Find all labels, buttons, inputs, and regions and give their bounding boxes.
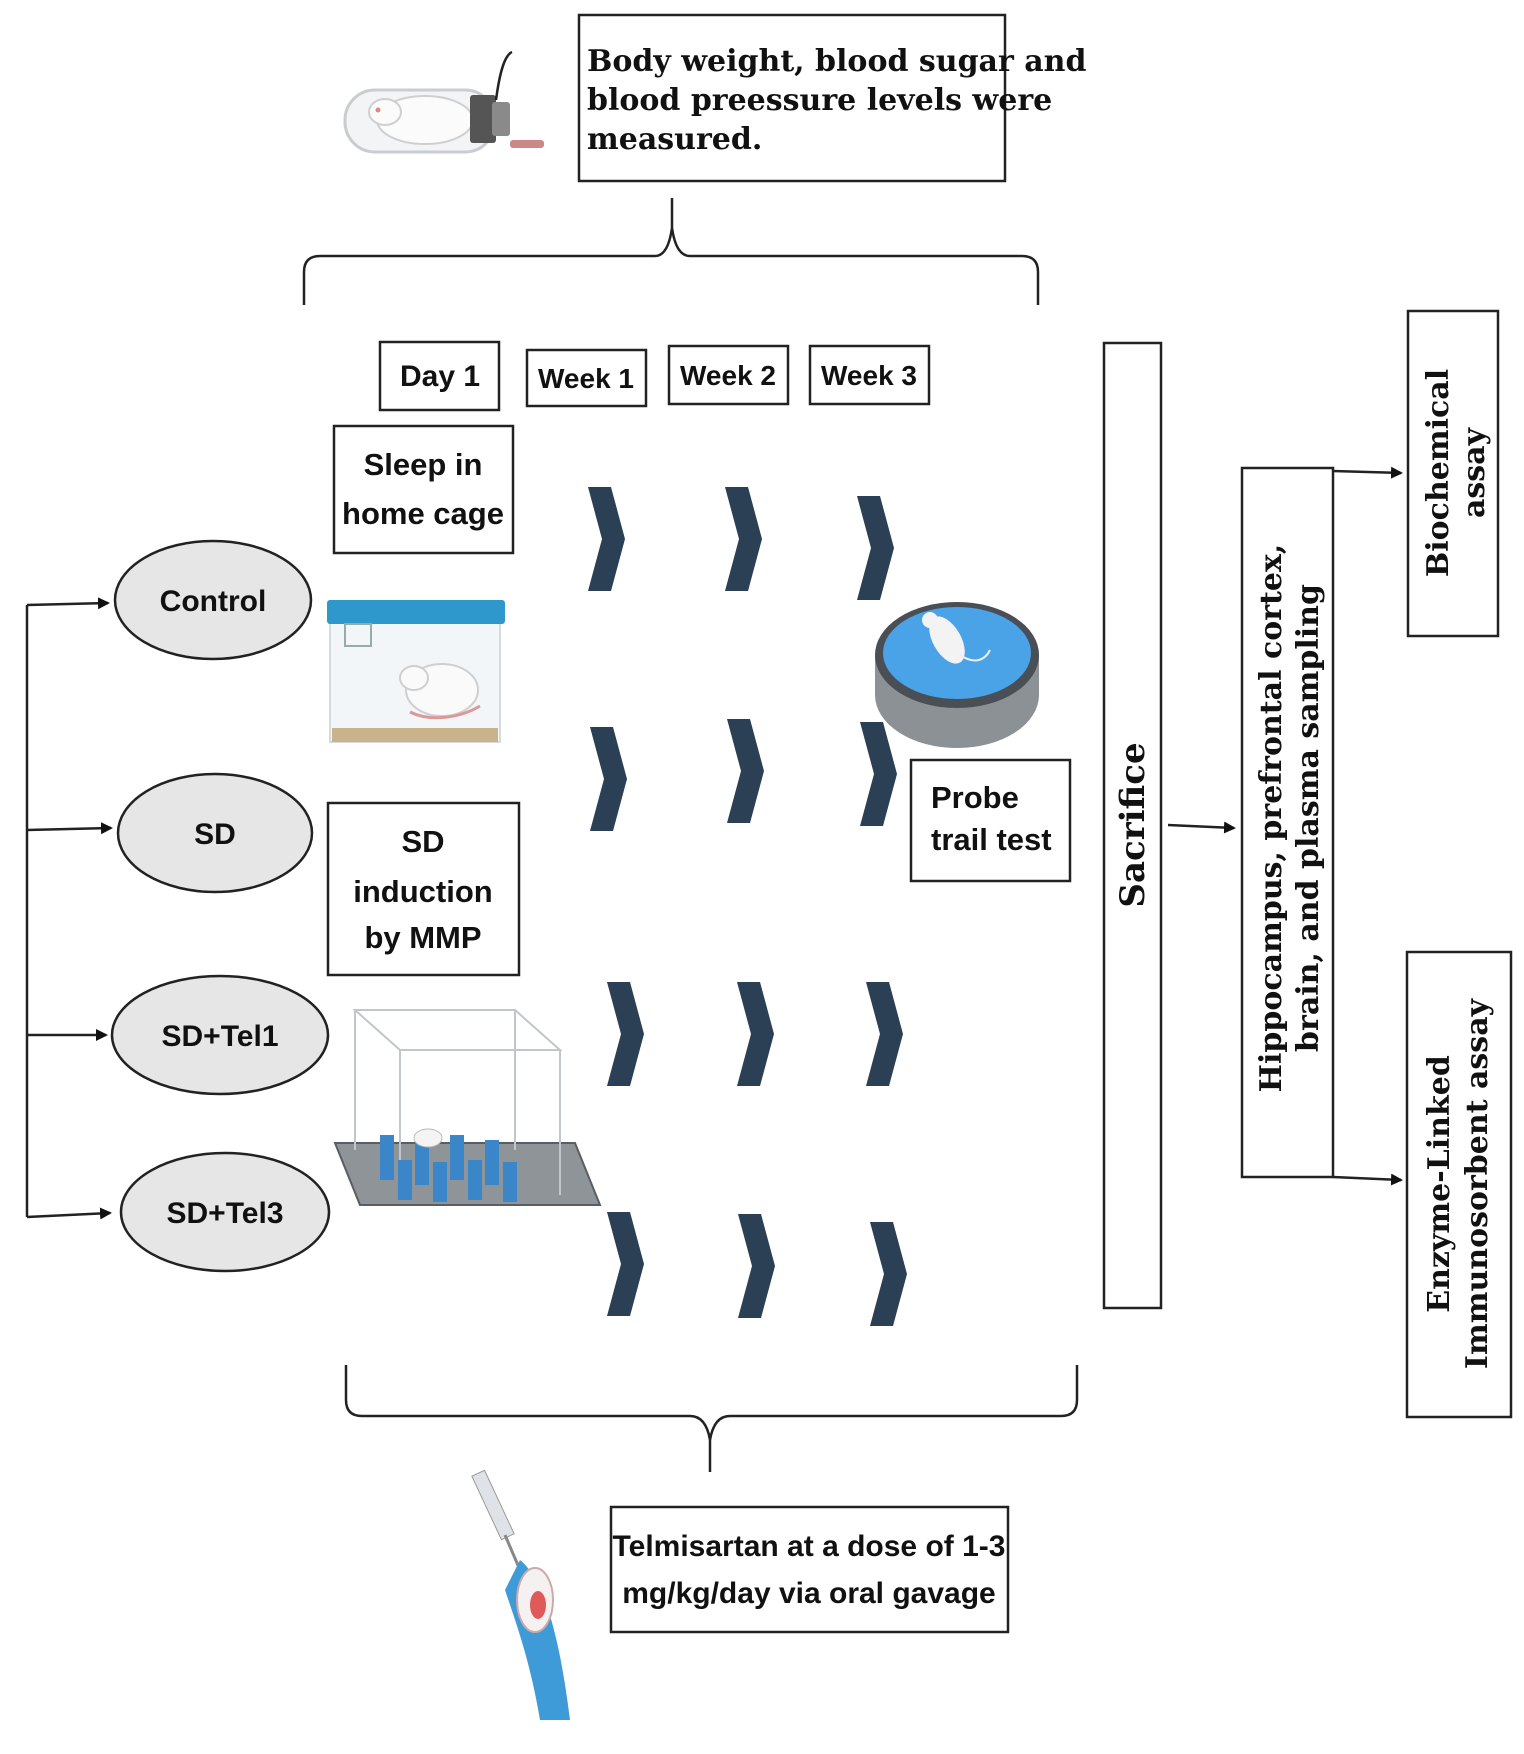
top-note-line-3: measured. bbox=[587, 122, 762, 157]
home-cage-icon bbox=[327, 600, 505, 743]
bottom-note-box: Telmisartan at a dose of 1-3 mg/kg/day v… bbox=[609, 1505, 1010, 1634]
svg-text:Week 3: Week 3 bbox=[821, 360, 917, 391]
svg-text:Sleep in: Sleep in bbox=[364, 447, 483, 482]
top-note-line-2: blood preessure levels were bbox=[587, 83, 1052, 118]
arrow-to-elisa bbox=[1332, 1173, 1403, 1186]
biochemical-assay-box: Biochemical assay bbox=[1406, 309, 1500, 638]
top-note-line-1: Body weight, blood sugar and bbox=[587, 44, 1086, 79]
mmp-platform-icon bbox=[333, 1009, 602, 1206]
svg-text:SD+Tel1: SD+Tel1 bbox=[162, 1020, 279, 1053]
svg-text:brain, and plasma sampling: brain, and plasma sampling bbox=[1291, 584, 1326, 1052]
sleep-home-cage-box: Sleep in home cage bbox=[332, 424, 515, 555]
group-sd-tel3: SD+Tel3 bbox=[119, 1151, 331, 1273]
elisa-box: Enzyme-Linked Immunosorbent assay bbox=[1405, 950, 1513, 1419]
group-feed-arrows bbox=[25, 597, 113, 1220]
svg-text:mg/kg/day via oral gavage: mg/kg/day via oral gavage bbox=[622, 1577, 996, 1610]
timeline-week-2: Week 2 bbox=[667, 344, 790, 406]
svg-text:Day 1: Day 1 bbox=[400, 360, 480, 393]
group-sd-tel1: SD+Tel1 bbox=[110, 974, 330, 1096]
sd-induction-box: SD induction by MMP bbox=[326, 801, 521, 977]
probe-trail-test-box: Probe trail test bbox=[909, 758, 1072, 883]
svg-text:assay: assay bbox=[1457, 426, 1492, 518]
top-bracket bbox=[302, 198, 1040, 305]
chevron-arrow-icon bbox=[607, 1212, 644, 1316]
svg-text:Control: Control bbox=[160, 585, 267, 618]
svg-text:Week 2: Week 2 bbox=[680, 360, 776, 391]
group-sd: SD bbox=[116, 772, 314, 894]
arrow-to-biochemical bbox=[1332, 466, 1403, 479]
svg-text:Telmisartan at a dose of 1-3: Telmisartan at a dose of 1-3 bbox=[613, 1530, 1006, 1563]
svg-text:Probe: Probe bbox=[931, 780, 1019, 815]
svg-text:Sacrifice: Sacrifice bbox=[1113, 742, 1153, 907]
timeline-week-3: Week 3 bbox=[808, 344, 931, 406]
group-control: Control bbox=[113, 539, 313, 661]
chevron-arrow-icon bbox=[607, 982, 644, 1086]
rat-restrainer-icon bbox=[343, 50, 544, 154]
chevron-arrow-icon bbox=[866, 982, 903, 1086]
timeline-week-1: Week 1 bbox=[525, 348, 648, 408]
svg-text:SD: SD bbox=[401, 824, 444, 859]
svg-text:SD: SD bbox=[194, 818, 236, 851]
svg-text:by MMP: by MMP bbox=[364, 920, 481, 955]
bottom-bracket bbox=[344, 1365, 1079, 1472]
svg-text:SD+Tel3: SD+Tel3 bbox=[167, 1197, 284, 1230]
water-maze-icon bbox=[875, 602, 1039, 748]
oral-gavage-icon bbox=[471, 1469, 570, 1720]
svg-text:Biochemical: Biochemical bbox=[1421, 369, 1456, 577]
sampling-box: Hippocampus, prefrontal cortex, brain, a… bbox=[1240, 466, 1335, 1179]
svg-text:Week 1: Week 1 bbox=[538, 363, 634, 394]
chevron-grid bbox=[588, 487, 907, 1326]
timeline-day-1: Day 1 bbox=[378, 340, 501, 412]
chevron-arrow-icon bbox=[727, 719, 764, 823]
top-note-box: Body weight, blood sugar and blood prees… bbox=[577, 13, 1086, 183]
svg-text:induction: induction bbox=[353, 874, 492, 909]
chevron-arrow-icon bbox=[860, 722, 897, 826]
svg-text:Hippocampus, prefrontal cortex: Hippocampus, prefrontal cortex, bbox=[1254, 544, 1289, 1093]
svg-text:Immunosorbent assay: Immunosorbent assay bbox=[1460, 997, 1495, 1369]
chevron-arrow-icon bbox=[725, 487, 762, 591]
sacrifice-box: Sacrifice bbox=[1102, 341, 1163, 1310]
chevron-arrow-icon bbox=[738, 1214, 775, 1318]
chevron-arrow-icon bbox=[857, 496, 894, 600]
chevron-arrow-icon bbox=[870, 1222, 907, 1326]
arrow-sacrifice-to-sampling bbox=[1167, 821, 1236, 834]
chevron-arrow-icon bbox=[590, 727, 627, 831]
svg-text:home cage: home cage bbox=[342, 496, 504, 531]
chevron-arrow-icon bbox=[737, 982, 774, 1086]
svg-text:trail test: trail test bbox=[931, 822, 1052, 857]
chevron-arrow-icon bbox=[588, 487, 625, 591]
svg-text:Enzyme-Linked: Enzyme-Linked bbox=[1422, 1055, 1457, 1313]
